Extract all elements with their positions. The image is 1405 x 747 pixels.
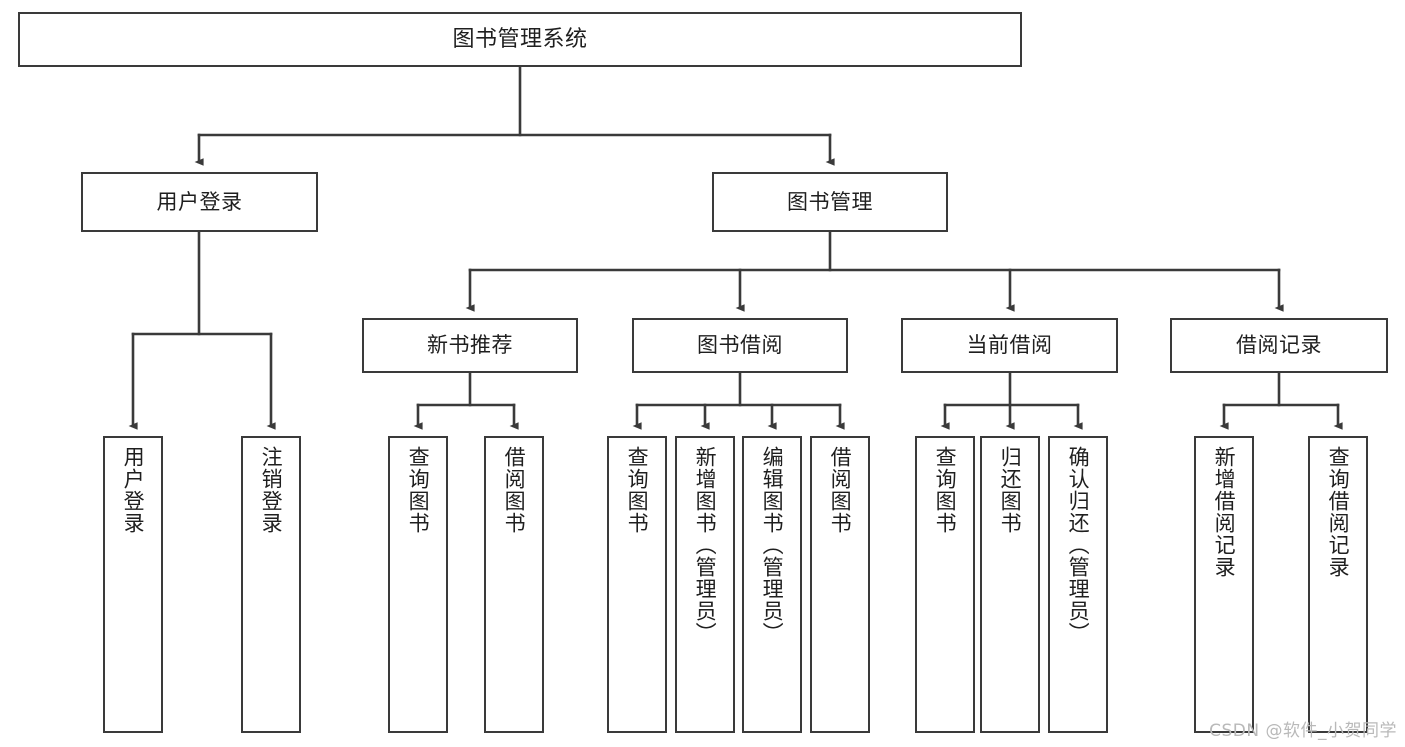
- leaf-add-borrow-record-label: 新增借阅记录: [1212, 446, 1237, 578]
- node-user-login[interactable]: 用户登录: [81, 172, 318, 232]
- leaf-query-borrow-record-label: 查询借阅记录: [1326, 446, 1351, 578]
- leaf-query-book-current[interactable]: 查询图书: [915, 436, 975, 733]
- node-book-borrow[interactable]: 图书借阅: [632, 318, 848, 373]
- leaf-query-book-borrow[interactable]: 查询图书: [607, 436, 667, 733]
- leaf-add-book-admin-label: 新增图书（管理员）: [693, 446, 718, 644]
- leaf-query-borrow-record[interactable]: 查询借阅记录: [1308, 436, 1368, 733]
- leaf-return-book-label: 归还图书: [998, 446, 1023, 534]
- leaf-query-book-new-label: 查询图书: [406, 446, 431, 534]
- node-new-book-recommend[interactable]: 新书推荐: [362, 318, 578, 373]
- node-current-borrow[interactable]: 当前借阅: [901, 318, 1118, 373]
- leaf-query-book-current-label: 查询图书: [933, 446, 958, 534]
- leaf-query-book-new[interactable]: 查询图书: [388, 436, 448, 733]
- leaf-confirm-return-admin[interactable]: 确认归还（管理员）: [1048, 436, 1108, 733]
- leaf-edit-book-admin[interactable]: 编辑图书（管理员）: [742, 436, 802, 733]
- leaf-confirm-return-admin-label: 确认归还（管理员）: [1066, 446, 1091, 644]
- node-borrow-record[interactable]: 借阅记录: [1170, 318, 1388, 373]
- leaf-logout-label: 注销登录: [259, 446, 284, 534]
- node-book-management-label: 图书管理: [787, 189, 873, 214]
- node-book-borrow-label: 图书借阅: [697, 333, 783, 358]
- leaf-borrow-book[interactable]: 借阅图书: [810, 436, 870, 733]
- leaf-borrow-book-new-label: 借阅图书: [502, 446, 527, 534]
- node-user-login-label: 用户登录: [156, 189, 243, 214]
- node-root-system-label: 图书管理系统: [452, 26, 588, 52]
- leaf-edit-book-admin-label: 编辑图书（管理员）: [760, 446, 785, 644]
- csdn-watermark: CSDN @软件_小贺同学: [1209, 721, 1397, 741]
- leaf-borrow-book-new[interactable]: 借阅图书: [484, 436, 544, 733]
- node-current-borrow-label: 当前借阅: [966, 333, 1053, 358]
- leaf-query-book-borrow-label: 查询图书: [625, 446, 650, 534]
- node-root-system[interactable]: 图书管理系统: [18, 12, 1022, 67]
- leaf-logout[interactable]: 注销登录: [241, 436, 301, 733]
- node-book-management[interactable]: 图书管理: [712, 172, 948, 232]
- leaf-user-login[interactable]: 用户登录: [103, 436, 163, 733]
- node-new-book-recommend-label: 新书推荐: [427, 333, 513, 358]
- leaf-add-book-admin[interactable]: 新增图书（管理员）: [675, 436, 735, 733]
- leaf-borrow-book-label: 借阅图书: [828, 446, 853, 534]
- leaf-return-book[interactable]: 归还图书: [980, 436, 1040, 733]
- leaf-add-borrow-record[interactable]: 新增借阅记录: [1194, 436, 1254, 733]
- node-borrow-record-label: 借阅记录: [1236, 333, 1322, 358]
- leaf-user-login-label: 用户登录: [121, 446, 146, 534]
